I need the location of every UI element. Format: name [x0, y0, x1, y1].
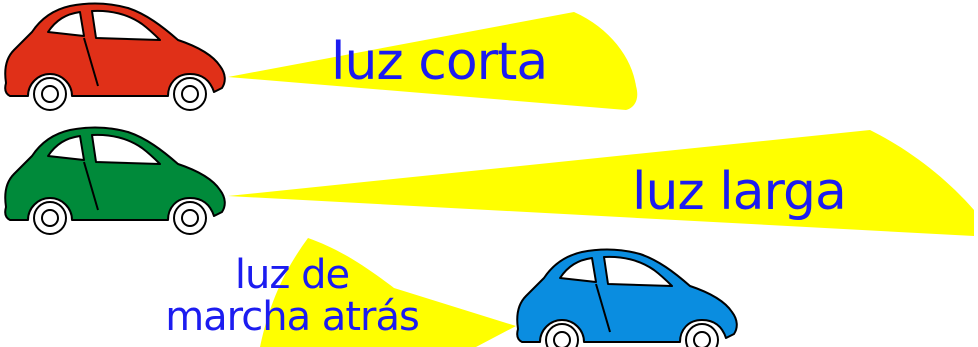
reverse-beam — [260, 238, 516, 347]
reverse-light-label-line-1: luz de — [234, 252, 350, 298]
red-car-icon — [4, 2, 226, 111]
reverse-light-label-line-2: marcha atrás — [165, 294, 420, 340]
high-beam-label: luz larga — [632, 162, 847, 222]
low-beam-label: luz corta — [331, 32, 548, 92]
blue-car-icon — [516, 248, 738, 347]
high-beam — [228, 130, 974, 236]
reverse-light-label: luz de marcha atrás — [132, 254, 452, 338]
green-car-icon — [4, 126, 226, 235]
low-beam — [228, 12, 638, 110]
